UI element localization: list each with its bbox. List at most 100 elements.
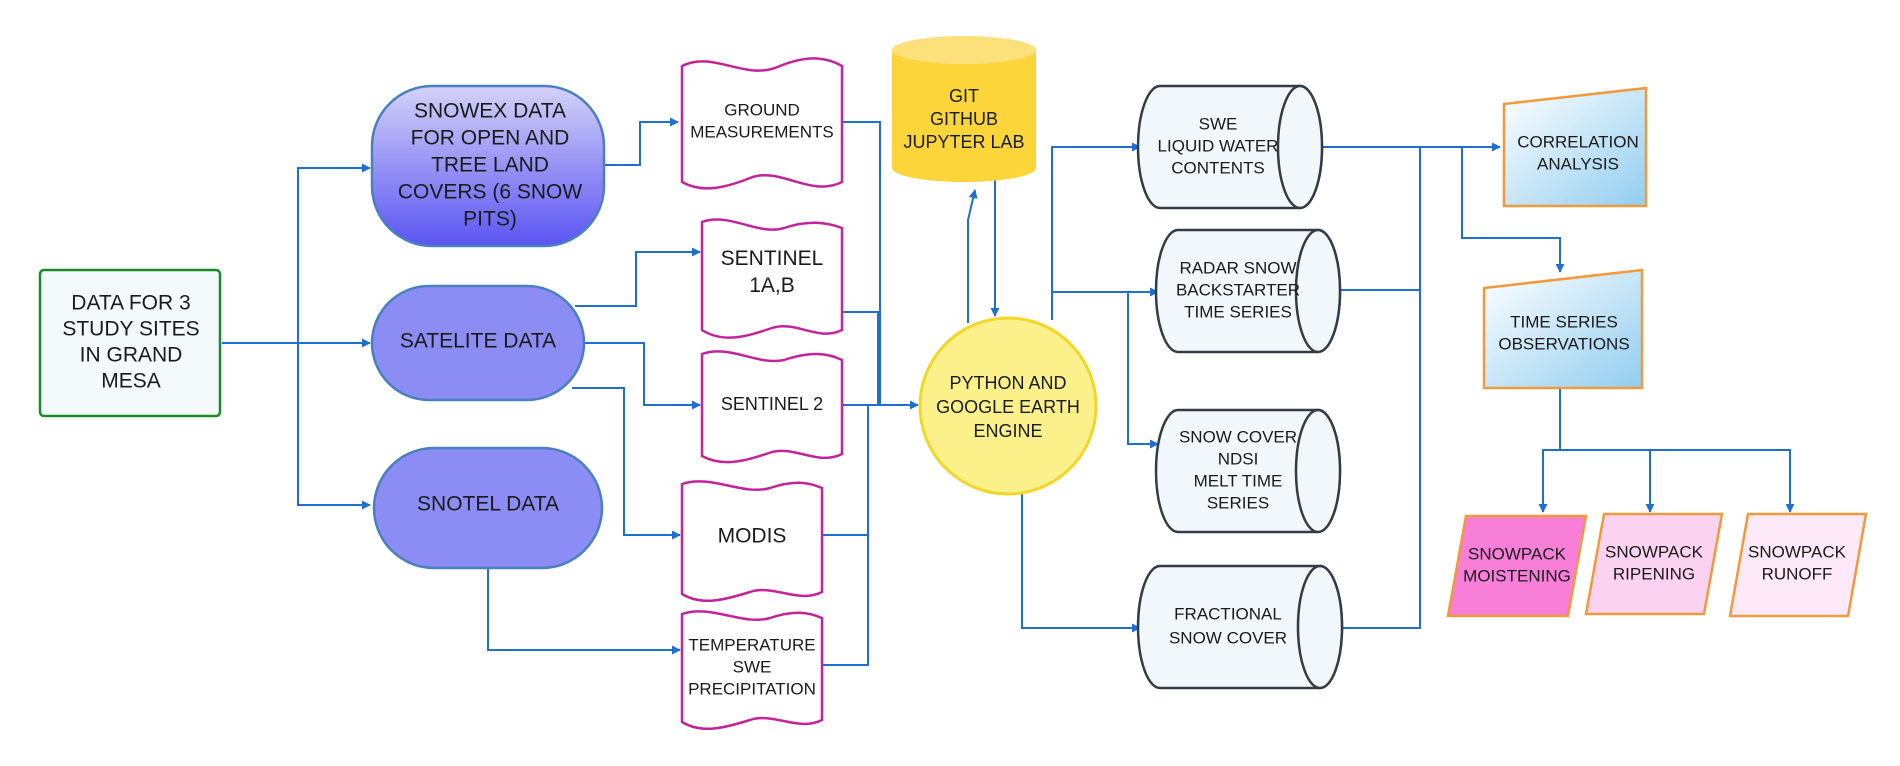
node-ground-measurements: GROUND MEASUREMENTS [680, 57, 844, 190]
node-text-line: LIQUID WATER [1158, 136, 1279, 155]
node-text-line: MESA [101, 370, 161, 393]
node-text: GROUND MEASUREMENTS [690, 100, 834, 141]
node-text-line: PRECIPITATION [688, 679, 816, 698]
node-time-series-observations: TIME SERIES OBSERVATIONS [1482, 268, 1644, 390]
node-text-line: SNOW COVER [1169, 628, 1287, 647]
node-modis: MODIS [680, 480, 824, 602]
node-text-line: SNOTEL DATA [417, 493, 559, 516]
node-sentinel-1ab: SENTINEL 1A,B [700, 218, 844, 339]
node-text-line: SWE [1199, 114, 1238, 133]
node-fractional-snow-cover: FRACTIONAL SNOW COVER [1136, 564, 1344, 690]
node-text-line: SENTINEL 2 [721, 394, 823, 414]
node-text-line: COVERS (6 SNOW [398, 181, 583, 204]
node-text: SNOWPACK RUNOFF [1748, 542, 1847, 583]
node-radar-snow-backstarter: RADAR SNOW BACKSTARTER TIME SERIES [1154, 228, 1342, 354]
node-text-line: FRACTIONAL [1174, 604, 1282, 623]
edge-engine-to-swe [1051, 142, 1141, 320]
node-text-line: OBSERVATIONS [1498, 334, 1629, 353]
node-text-line: MODIS [718, 525, 787, 548]
node-text-line: CONTENTS [1171, 158, 1265, 177]
node-text-line: RADAR SNOW [1179, 258, 1296, 277]
edge-satellite-to-modis [572, 387, 681, 540]
node-correlation-analysis: CORRELATION ANALYSIS [1502, 86, 1648, 208]
node-text: SNOTEL DATA [417, 493, 559, 516]
node-text-line: BACKSTARTER [1176, 280, 1300, 299]
node-snow-cover-ndsi: SNOW COVER NDSI MELT TIME SERIES [1154, 408, 1342, 534]
edge-timeseries-to-runoff [1560, 449, 1795, 513]
node-text-line: ANALYSIS [1537, 154, 1619, 173]
node-text-line: FOR OPEN AND [411, 127, 570, 150]
edge-correlation-to-timeseries [1461, 147, 1565, 273]
edge-source-to-snotel [297, 343, 371, 510]
node-text: SATELITE DATA [400, 330, 556, 353]
node-text: TIME SERIES OBSERVATIONS [1498, 312, 1629, 353]
node-text-line: NDSI [1218, 449, 1259, 468]
node-text-line: TEMPERATURE [688, 635, 815, 654]
node-text: FRACTIONAL SNOW COVER [1169, 604, 1287, 647]
node-temperature-swe-precipitation: TEMPERATURE SWE PRECIPITATION [680, 610, 824, 730]
node-text-line: SATELITE DATA [400, 330, 556, 353]
node-text-line: SNOWPACK [1468, 544, 1567, 563]
node-text: SNOWEX DATA FOR OPEN AND TREE LAND COVERS (… [398, 100, 583, 231]
node-snowex-data: SNOWEX DATA FOR OPEN AND TREE LAND COVERS (… [370, 84, 606, 248]
node-text-line: GOOGLE EARTH [936, 397, 1080, 417]
node-git-github-jupyter-lab: GIT GITHUB JUPYTER LAB [892, 36, 1036, 182]
node-text-line: IN GRAND [80, 344, 183, 367]
node-snowpack-ripening: SNOWPACK RIPENING [1584, 512, 1724, 616]
edge-engine-to-snowcover [1127, 292, 1159, 449]
edge-snowex-to-ground [605, 117, 679, 166]
node-text-line: PYTHON AND [949, 373, 1066, 393]
node-text-line: SNOWPACK [1605, 542, 1704, 561]
edge-radar-to-correlation [1340, 147, 1421, 291]
connectors [222, 117, 1795, 666]
edge-satellite-to-sentinel2 [583, 342, 701, 410]
node-text-line: CORRELATION [1517, 132, 1639, 151]
node-text-line: TIME SERIES [1510, 312, 1618, 331]
node-text-line: GIT [949, 86, 979, 106]
edge-satellite-to-sentinel1 [575, 247, 701, 307]
edge-snotel-to-temperature [487, 567, 681, 655]
node-text: MODIS [718, 525, 787, 548]
node-text: SNOWPACK RIPENING [1605, 542, 1704, 583]
edge-timeseries-to-moistening [1538, 449, 1560, 513]
node-snowpack-runoff: SNOWPACK RUNOFF [1728, 512, 1868, 618]
edge-timeseries-to-ripening [1560, 449, 1655, 513]
node-text-line: SERIES [1207, 493, 1269, 512]
node-text-line: SNOWEX DATA [414, 100, 566, 123]
node-text-line: SENTINEL [721, 247, 824, 270]
node-text-line: JUPYTER LAB [903, 132, 1024, 152]
node-text: SNOW COVER NDSI MELT TIME SERIES [1179, 427, 1297, 512]
node-text-line: GITHUB [930, 109, 998, 129]
node-text: GIT GITHUB JUPYTER LAB [903, 86, 1024, 152]
node-text-line: SNOWPACK [1748, 542, 1847, 561]
node-sentinel-2: SENTINEL 2 [700, 350, 844, 464]
node-text-line: RUNOFF [1762, 564, 1833, 583]
node-text-line: TREE LAND [431, 154, 549, 177]
node-snowpack-moistening: SNOWPACK MOISTENING [1446, 514, 1588, 618]
node-text: RADAR SNOW BACKSTARTER TIME SERIES [1176, 258, 1300, 321]
edge-engine-to-git [967, 189, 978, 323]
node-text-line: MOISTENING [1463, 566, 1571, 585]
node-swe-liquid-water-contents: SWE LIQUID WATER CONTENTS [1136, 84, 1324, 210]
node-satelite-data: SATELITE DATA [370, 284, 586, 402]
node-text-line: PITS) [463, 208, 517, 231]
node-text-line: 1A,B [749, 274, 795, 297]
node-text-line: RIPENING [1613, 564, 1695, 583]
node-text: TEMPERATURE SWE PRECIPITATION [688, 635, 816, 698]
node-text-line: GROUND [724, 100, 800, 119]
edge-fractional-to-correlation [1340, 290, 1421, 629]
node-text-line: TIME SERIES [1184, 302, 1292, 321]
node-text-line: MEASUREMENTS [690, 122, 834, 141]
node-text: SENTINEL 1A,B [721, 247, 824, 297]
node-text-line: MELT TIME [1194, 471, 1283, 490]
node-text-line: SNOW COVER [1179, 427, 1297, 446]
node-text: SENTINEL 2 [721, 394, 823, 414]
node-text-line: SWE [733, 657, 772, 676]
edge-ground-to-engine [840, 121, 881, 405]
node-text-line: STUDY SITES [62, 318, 199, 341]
